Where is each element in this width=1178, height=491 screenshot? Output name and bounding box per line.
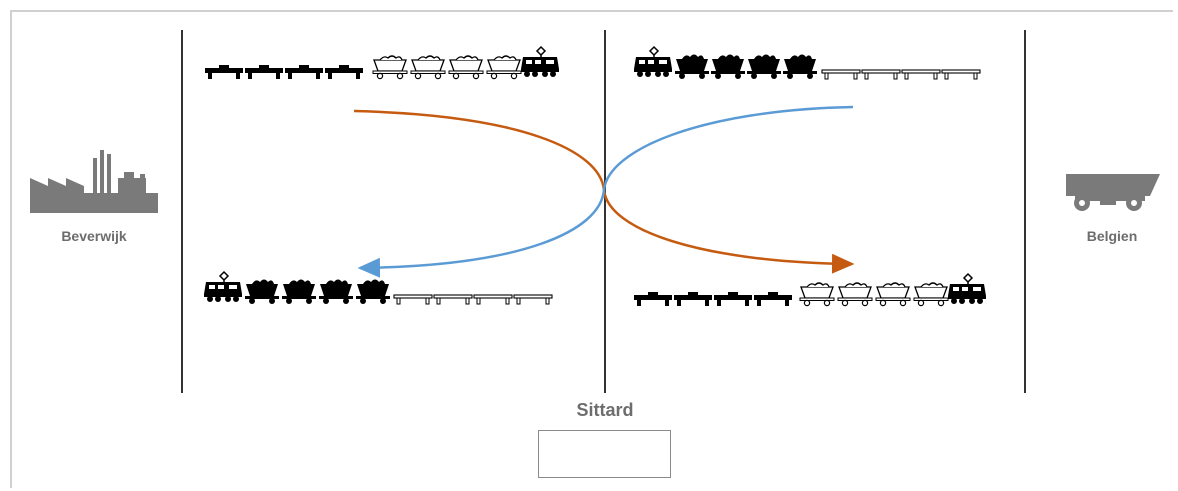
location-label-belgien: Belgien — [1086, 228, 1138, 244]
location-label-beverwijk: Beverwijk — [61, 228, 127, 244]
separator-left — [181, 30, 183, 393]
train-top-right — [633, 46, 981, 80]
separator-right — [1024, 30, 1026, 393]
loaded-flow-curve — [353, 109, 855, 274]
train-top-left — [205, 46, 560, 80]
empty-flow-curve — [357, 105, 854, 278]
train-bottom-right — [634, 273, 987, 307]
crew-change-box — [538, 430, 671, 478]
train-bottom-left — [203, 271, 553, 305]
diagram-frame — [10, 10, 1173, 488]
location-label-sittard: Sittard — [576, 400, 634, 420]
factory-icon — [30, 150, 158, 213]
separator-center — [604, 30, 606, 393]
dump-truck-icon — [1066, 174, 1160, 211]
